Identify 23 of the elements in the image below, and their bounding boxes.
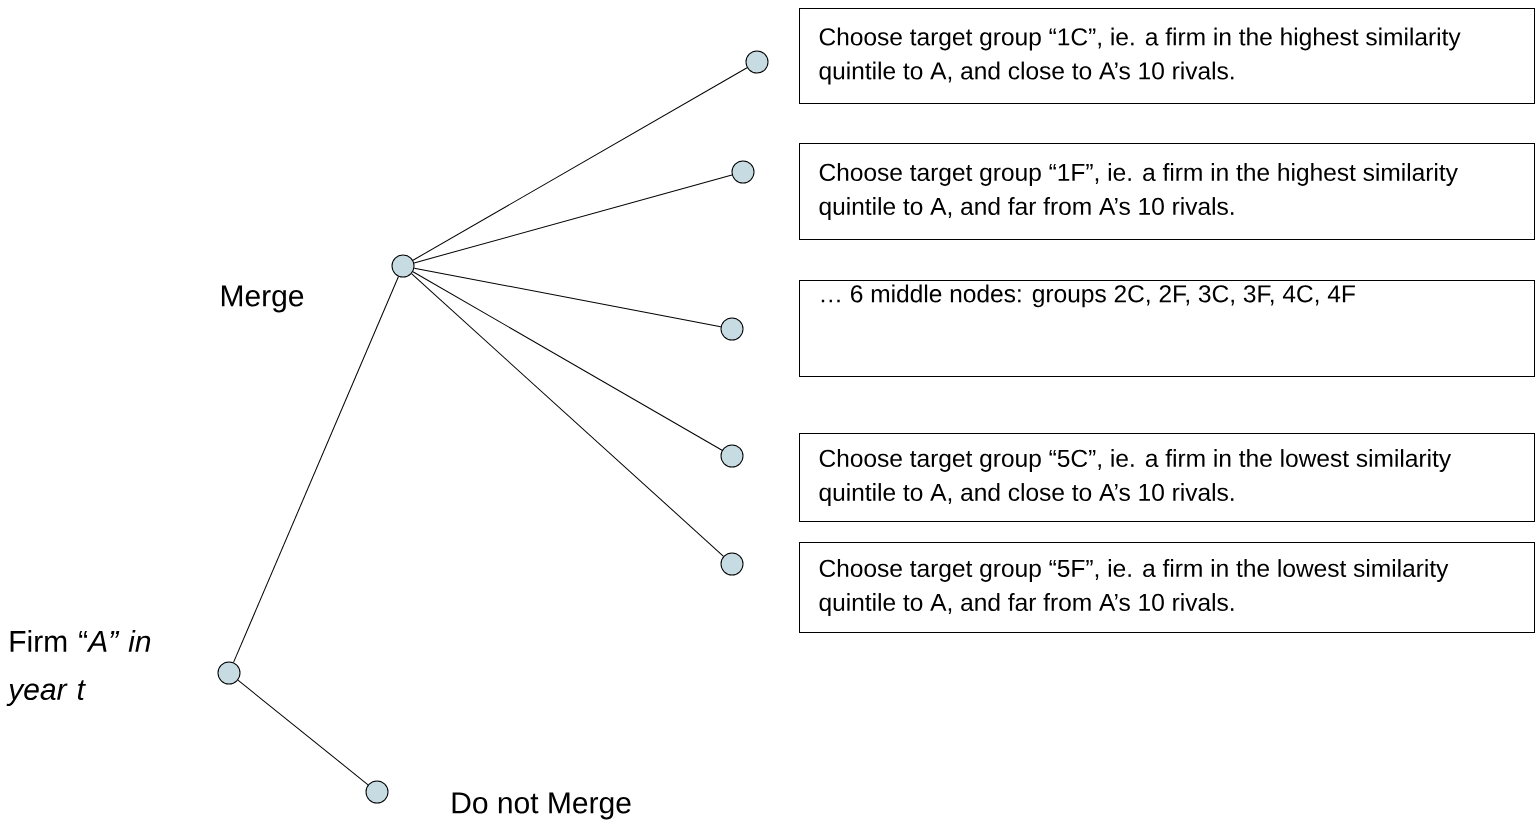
text-box: Choose target group “1F”, ie. a firm in the highest similarity quintile to A, and far from A’s 10 rivals.: [799, 143, 1535, 240]
text-box: Choose target group “5F”, ie. a firm in the lowest similarity quintile to A, and far from A’s 10 rivals.: [799, 542, 1535, 633]
node-label: Merge: [221, 285, 304, 313]
text-box: Choose target group “5C”, ie. a firm in the lowest similarity quintile to A, and close to A’s 10 rivals.: [799, 433, 1535, 522]
node-label: Firm “A” in year t: [6, 630, 151, 706]
branch-line: [411, 273, 724, 557]
tree-node-circle: [731, 160, 755, 184]
tree-node-circle: [217, 661, 241, 685]
text-box: … 6 middle nodes: groups 2C, 2F, 3C, 3F, 4C, 4F: [799, 280, 1535, 377]
tree-node-circle: [720, 317, 744, 341]
text-box: Choose target group “1C”, ie. a firm in the highest similarity quintile to A, and close to A’s 10 rivals.: [799, 8, 1535, 104]
branch-line: [233, 276, 399, 663]
branch-line: [237, 679, 369, 786]
node-label: Do not Merge: [452, 792, 631, 820]
tree-node-circle: [391, 254, 415, 278]
branch-line: [412, 67, 748, 261]
branch-line: [413, 267, 722, 328]
branch-line: [413, 174, 733, 264]
tree-node-circle: [745, 50, 769, 74]
tree-node-circle: [720, 552, 744, 576]
tree-node-circle: [365, 780, 389, 804]
branch-line: [412, 271, 723, 451]
tree-node-circle: [720, 444, 744, 468]
